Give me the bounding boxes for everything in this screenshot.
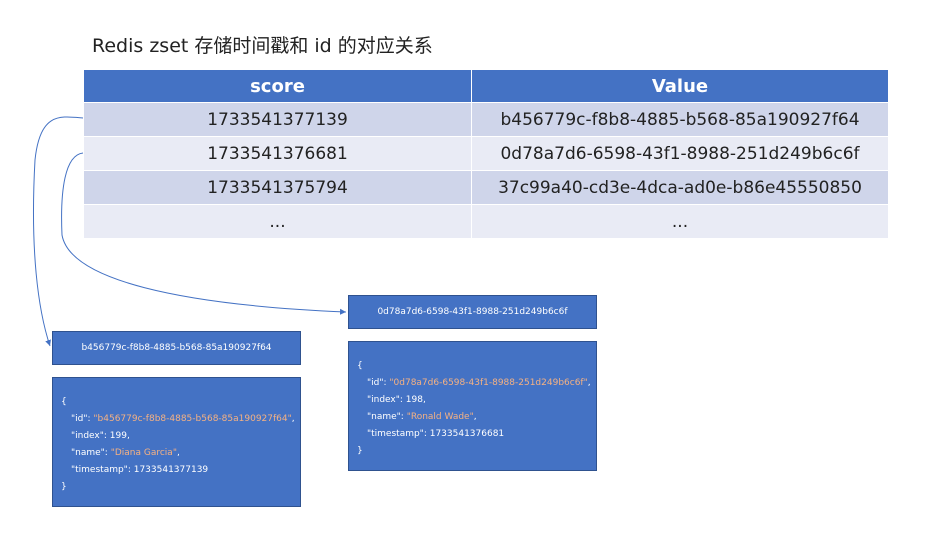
json-string: "Diana Garcia" (110, 448, 177, 458)
json-string: "Ronald Wade" (406, 412, 474, 422)
json-index-line: "index": 199, (61, 428, 300, 445)
json-brace: { (357, 361, 363, 371)
score-cell: 1733541377139 (83, 102, 472, 137)
json-number: 1733541377139 (133, 465, 209, 475)
json-number: 199, (109, 431, 130, 441)
json-key: "id": (367, 378, 390, 388)
json-key: "name": (71, 448, 111, 458)
json-name-line: "name": "Ronald Wade", (367, 412, 477, 422)
header-value: Value (471, 69, 889, 103)
json-number: 198, (405, 395, 426, 405)
json-string: "b456779c-f8b8-4885-b568-85a190927f64" (93, 414, 292, 424)
json-name-line: "name": "Diana Garcia", (71, 448, 180, 458)
diagram-title: Redis zset 存储时间戳和 id 的对应关系 (92, 35, 433, 57)
json-key: "timestamp": (367, 429, 430, 439)
json-key: "timestamp": (71, 465, 134, 475)
json-key: "name": (367, 412, 407, 422)
json-id-line: "id": "0d78a7d6-6598-43f1-8988-251d249b6… (367, 378, 591, 388)
record-json-box: { "id": "0d78a7d6-6598-43f1-8988-251d249… (348, 341, 597, 471)
json-timestamp-line: "timestamp": 1733541377139 (61, 462, 300, 479)
json-brace: } (357, 446, 363, 456)
value-cell: 37c99a40-cd3e-4dca-ad0e-b86e45550850 (471, 170, 889, 205)
arrow-row2-to-record2 (61, 152, 347, 315)
record-json-box: { "id": "b456779c-f8b8-4885-b568-85a1909… (52, 377, 301, 507)
score-cell: 1733541375794 (83, 170, 472, 205)
json-timestamp-line: "timestamp": 1733541376681 (357, 426, 596, 443)
json-id-line: "id": "b456779c-f8b8-4885-b568-85a190927… (71, 414, 295, 424)
json-key: "index": (367, 395, 406, 405)
json-number: 1733541376681 (429, 429, 505, 439)
table-row: ...... (83, 204, 889, 239)
record-key-box: b456779c-f8b8-4885-b568-85a190927f64 (52, 331, 301, 365)
json-key: "id": (71, 414, 94, 424)
json-brace: { (61, 397, 67, 407)
arrow-row1-to-record1 (32, 116, 84, 347)
value-cell: ... (471, 204, 889, 239)
score-cell: ... (83, 204, 472, 239)
json-key: "index": (71, 431, 110, 441)
record-key-box: 0d78a7d6-6598-43f1-8988-251d249b6c6f (348, 295, 597, 329)
json-string: "0d78a7d6-6598-43f1-8988-251d249b6c6f" (389, 378, 588, 388)
value-cell: b456779c-f8b8-4885-b568-85a190927f64 (471, 102, 889, 137)
json-brace: } (61, 482, 67, 492)
json-index-line: "index": 198, (357, 392, 596, 409)
score-cell: 1733541376681 (83, 136, 472, 171)
